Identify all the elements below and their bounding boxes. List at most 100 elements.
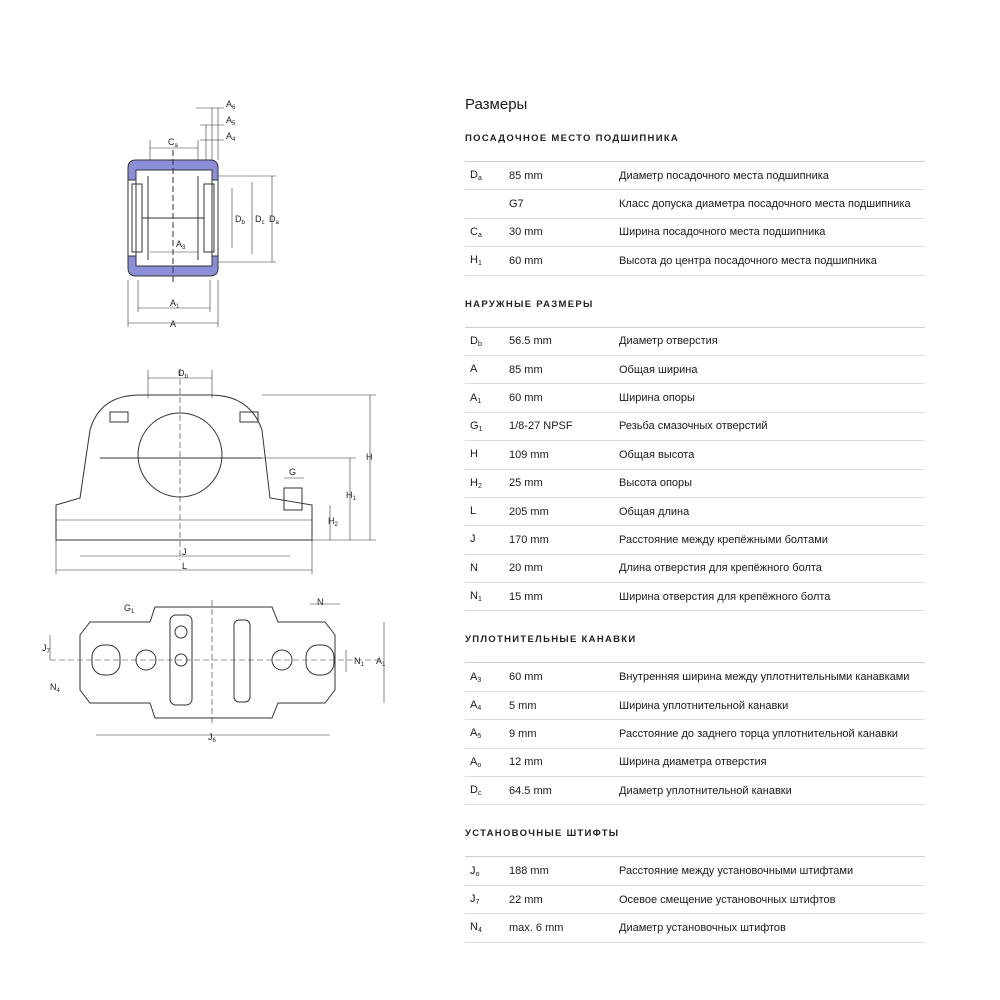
row-value: G7 [509,198,524,211]
row-value: 205 mm [509,505,549,518]
row-description: Ширина посадочного места подшипника [619,226,826,239]
symbol-subscript: 3 [477,676,482,684]
symbol-letter: A [470,755,478,768]
row-description: Диаметр установочных штифтов [619,921,786,934]
symbol-letter: N [470,590,478,603]
row-value: 1/8-27 NPSF [509,420,573,433]
symbol-letter: A [470,363,478,376]
label-db-side: Db [235,214,246,226]
row-description: Ширина опоры [619,392,695,405]
row-value: 22 mm [509,893,543,906]
symbol-subscript: 1 [478,425,483,433]
row-description: Класс допуска диаметра посадочного места… [619,198,911,211]
row-symbol: H [465,448,509,461]
row-description: Резьба смазочных отверстий [619,420,768,433]
symbol-letter: D [470,169,478,182]
row-description: Общая ширина [619,363,698,376]
symbol-subscript: o [475,870,480,878]
symbol-letter: H [470,254,478,267]
row-value: 109 mm [509,448,549,461]
row-symbol: J [465,533,509,546]
symbol-subscript: 7 [475,899,480,906]
label-a6: A6 [226,99,236,111]
symbol-subscript: 5 [477,733,482,741]
row-symbol: Jo [465,865,509,878]
row-symbol: Dc [465,784,509,797]
label-j7: J7 [42,643,51,655]
symbol-letter: D [470,334,478,347]
row-description: Ширина уплотнительной канавки [619,699,789,712]
row-description: Расстояние до заднего торца уплотнительн… [619,727,898,740]
row-value: 15 mm [509,590,543,603]
row-symbol: A3 [465,671,509,684]
label-n: N [317,597,324,607]
row-description: Диаметр уплотнительной канавки [619,784,792,797]
symbol-subscript: 2 [477,482,482,490]
label-h1: H1 [346,490,357,502]
row-description: Диаметр посадочного места подшипника [619,169,829,182]
side-section-drawing [49,107,385,736]
label-a3: A3 [176,239,186,251]
symbol-letter: A [470,727,478,740]
section-title: установочные штифты [465,828,620,840]
label-dc: Dc [255,214,265,226]
symbol-letter: G [470,419,479,432]
label-n4: N4 [50,682,61,694]
row-value: 12 mm [509,756,543,769]
label-h2: H2 [328,516,339,528]
row-symbol: Db [465,335,509,348]
label-j6: J6 [208,732,217,744]
symbol-subscript: 4 [477,705,482,713]
top-housing [79,606,336,719]
row-description: Высота опоры [619,477,693,490]
row-value: 5 mm [509,699,537,712]
table-row: L 205 mm Общая длина [465,498,925,527]
label-a4: A4 [226,131,236,143]
symbol-letter: L [470,505,477,518]
row-description: Осевое смещение установочных штифтов [619,893,836,906]
row-symbol: H2 [465,477,509,490]
symbol-letter: D [470,784,478,797]
row-symbol: A4 [465,699,509,712]
label-a1-top: A1 [376,656,386,668]
symbol-letter: C [470,225,478,238]
label-g1: G1 [124,603,135,615]
label-g: G [289,467,296,477]
row-symbol: H1 [465,254,509,267]
row-symbol: N1 [465,590,509,603]
symbol-letter: H [470,448,478,461]
row-description: Ширина отверстия для крепёжного болта [619,590,831,603]
label-j: J [182,547,187,557]
symbol-letter: N [470,921,478,934]
symbol-subscript: o [477,761,482,769]
row-description: Диаметр отверстия [619,335,718,348]
row-value: 9 mm [509,727,537,740]
row-symbol: A5 [465,727,509,740]
row-description: Общая длина [619,505,690,518]
symbol-subscript: 4 [477,927,482,935]
row-value: 30 mm [509,226,543,239]
symbol-subscript: 1 [477,397,482,405]
symbol-letter: A [470,670,478,683]
row-symbol: L [465,505,509,518]
row-symbol: A [465,363,509,376]
row-value: 20 mm [509,562,543,575]
symbol-subscript: 1 [477,260,482,268]
row-value: 64.5 mm [509,784,552,797]
